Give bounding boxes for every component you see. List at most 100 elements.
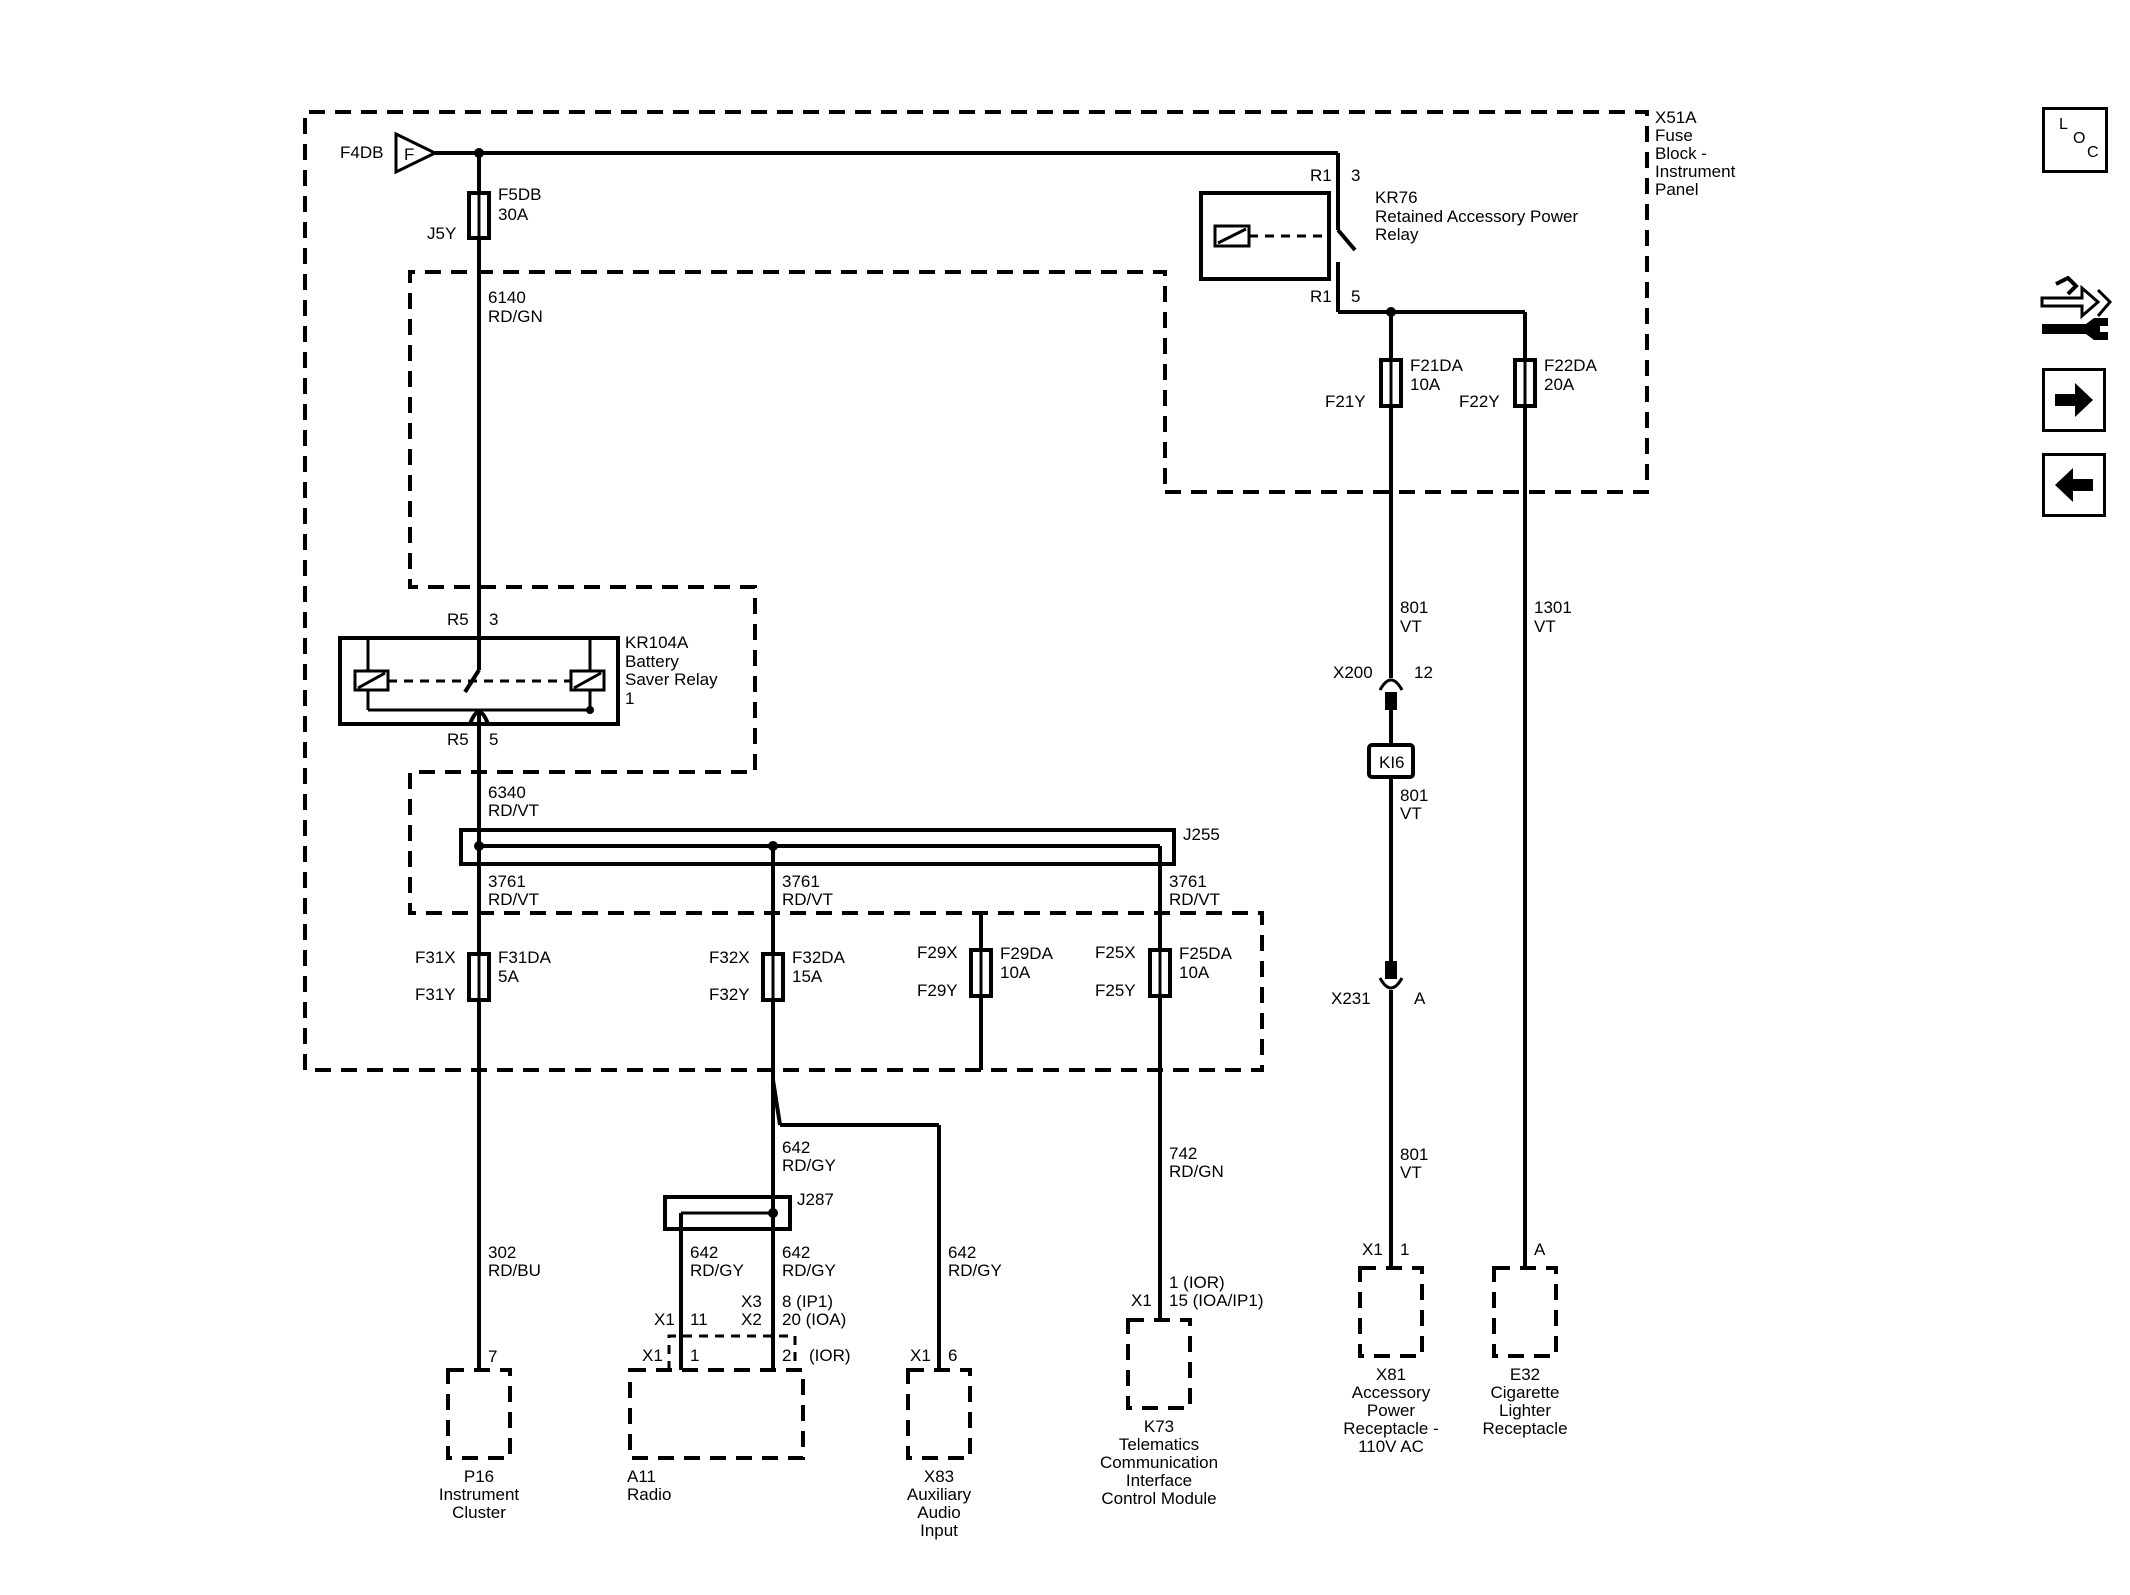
svg-text:A: A <box>1534 1240 1546 1259</box>
svg-text:Interface: Interface <box>1126 1471 1192 1490</box>
svg-text:E32: E32 <box>1510 1365 1540 1384</box>
svg-text:Input: Input <box>920 1521 958 1540</box>
fuse-f25da: F25DA 10A F25X F25Y <box>1095 943 1233 1000</box>
svg-text:15 (IOA/IP1): 15 (IOA/IP1) <box>1169 1291 1263 1310</box>
svg-text:801: 801 <box>1400 1145 1428 1164</box>
svg-text:RD/GY: RD/GY <box>782 1261 836 1280</box>
svg-text:VT: VT <box>1534 617 1556 636</box>
svg-text:10A: 10A <box>1410 375 1441 394</box>
svg-text:30A: 30A <box>498 205 529 224</box>
svg-text:F25DA: F25DA <box>1179 944 1233 963</box>
wrench-exchange-graphic <box>2040 275 2113 340</box>
fuse-f5db: F5DB 30A J5Y <box>427 153 541 243</box>
inline-ki6: KI6 <box>1367 743 1415 779</box>
location-button[interactable]: L O C <box>2042 107 2114 179</box>
svg-text:RD/GY: RD/GY <box>948 1261 1002 1280</box>
splice-j255: J255 <box>459 825 1220 866</box>
arrow-right-icon <box>2055 383 2093 417</box>
svg-text:VT: VT <box>1400 1163 1422 1182</box>
wire-1301: 1301 VT A <box>1523 406 1572 1268</box>
svg-text:X1: X1 <box>910 1346 931 1365</box>
svg-text:5A: 5A <box>498 967 519 986</box>
svg-text:RD/VT: RD/VT <box>1169 890 1220 909</box>
svg-text:6340: 6340 <box>488 783 526 802</box>
svg-text:RD/VT: RD/VT <box>782 890 833 909</box>
svg-text:3761: 3761 <box>488 872 526 891</box>
svg-text:KI6: KI6 <box>1379 753 1405 772</box>
loc-letter-o: O <box>2073 130 2086 147</box>
relay-kr104a: R5 3 R5 5 KR104A Battery Saver Relay 1 <box>338 610 718 775</box>
fuse-block-outline <box>303 110 1649 1072</box>
svg-text:VT: VT <box>1400 617 1422 636</box>
splice-j287: J287 642 RD/GY 642 RD/GY <box>663 1190 836 1370</box>
fuse-f31da: F31DA 5A F31X F31Y <box>415 948 552 1004</box>
svg-text:X1: X1 <box>654 1310 675 1329</box>
svg-text:X83: X83 <box>924 1467 954 1486</box>
svg-text:RD/BU: RD/BU <box>488 1261 541 1280</box>
wire-742: 742 RD/GN 1 (IOR) X1 15 (IOA/IP1) <box>1131 996 1263 1320</box>
svg-text:R5: R5 <box>447 730 469 749</box>
svg-text:F22DA: F22DA <box>1544 356 1598 375</box>
fuse-f32da: F32DA 15A F32X F32Y <box>709 948 846 1004</box>
svg-text:20A: 20A <box>1544 375 1575 394</box>
svg-text:F31X: F31X <box>415 948 456 967</box>
svg-text:X200: X200 <box>1333 663 1373 682</box>
loc-letter-c: C <box>2087 144 2099 161</box>
svg-text:15A: 15A <box>792 967 823 986</box>
svg-text:F5DB: F5DB <box>498 185 541 204</box>
svg-text:Fuse: Fuse <box>1655 126 1693 145</box>
svg-text:RD/GN: RD/GN <box>1169 1162 1224 1181</box>
loc-letter-l: L <box>2059 116 2068 133</box>
back-button[interactable] <box>2042 453 2114 525</box>
svg-text:R1: R1 <box>1310 166 1332 185</box>
svg-text:F22Y: F22Y <box>1459 392 1500 411</box>
svg-text:F32X: F32X <box>709 948 750 967</box>
svg-text:12: 12 <box>1414 663 1433 682</box>
svg-text:Receptacle: Receptacle <box>1482 1419 1567 1438</box>
svg-text:5: 5 <box>489 730 498 749</box>
wire-6140: 6140 RD/GN <box>477 238 543 638</box>
svg-text:X1: X1 <box>1362 1240 1383 1259</box>
svg-text:Power: Power <box>1367 1401 1416 1420</box>
svg-text:Receptacle -: Receptacle - <box>1343 1419 1438 1438</box>
svg-text:F29DA: F29DA <box>1000 944 1054 963</box>
svg-text:RD/VT: RD/VT <box>488 801 539 820</box>
svg-text:2: 2 <box>782 1346 791 1365</box>
svg-text:642: 642 <box>948 1243 976 1262</box>
svg-text:3: 3 <box>1351 166 1360 185</box>
svg-text:Cigarette: Cigarette <box>1491 1383 1560 1402</box>
svg-text:Control Module: Control Module <box>1101 1489 1216 1508</box>
svg-text:1 (IOR): 1 (IOR) <box>1169 1273 1225 1292</box>
svg-text:Auxiliary: Auxiliary <box>907 1485 972 1504</box>
svg-text:302: 302 <box>488 1243 516 1262</box>
svg-text:Saver Relay: Saver Relay <box>625 670 718 689</box>
svg-text:VT: VT <box>1400 804 1422 823</box>
component-e32: E32 Cigarette Lighter Receptacle <box>1482 1266 1568 1438</box>
svg-text:F4DB: F4DB <box>340 143 383 162</box>
forward-button[interactable] <box>2042 368 2114 440</box>
svg-text:(IOR): (IOR) <box>809 1346 851 1365</box>
svg-text:A: A <box>1414 989 1426 1008</box>
svg-text:Block -: Block - <box>1655 144 1707 163</box>
svg-text:F25Y: F25Y <box>1095 981 1136 1000</box>
svg-text:10A: 10A <box>1179 963 1210 982</box>
component-k73: K73 Telematics Communication Interface C… <box>1100 1318 1218 1508</box>
wire-642: 642 RD/GY 642 RD/GY 6 X1 <box>771 1000 1002 1370</box>
svg-text:F21DA: F21DA <box>1410 356 1464 375</box>
svg-text:X1: X1 <box>1131 1291 1152 1310</box>
svg-text:1: 1 <box>1400 1240 1409 1259</box>
wrench-exchange-icon[interactable] <box>2036 275 2116 346</box>
fuse-block-label: X51A Fuse Block - Instrument Panel <box>1655 108 1736 199</box>
svg-text:X231: X231 <box>1331 989 1371 1008</box>
svg-text:F29Y: F29Y <box>917 981 958 1000</box>
svg-text:6: 6 <box>948 1346 957 1365</box>
svg-text:X2: X2 <box>741 1310 762 1329</box>
svg-text:7: 7 <box>488 1347 497 1366</box>
svg-text:Retained Accessory Power: Retained Accessory Power <box>1375 207 1578 226</box>
wire-6340: 6340 RD/VT <box>477 775 539 846</box>
svg-text:Radio: Radio <box>627 1485 671 1504</box>
fuse-f22da: F22DA 20A F22Y <box>1459 312 1598 411</box>
wire-3761-branches: 3761 RD/VT 3761 RD/VT 3761 RD/VT <box>477 846 1220 954</box>
svg-text:642: 642 <box>690 1243 718 1262</box>
svg-text:1: 1 <box>625 689 634 708</box>
